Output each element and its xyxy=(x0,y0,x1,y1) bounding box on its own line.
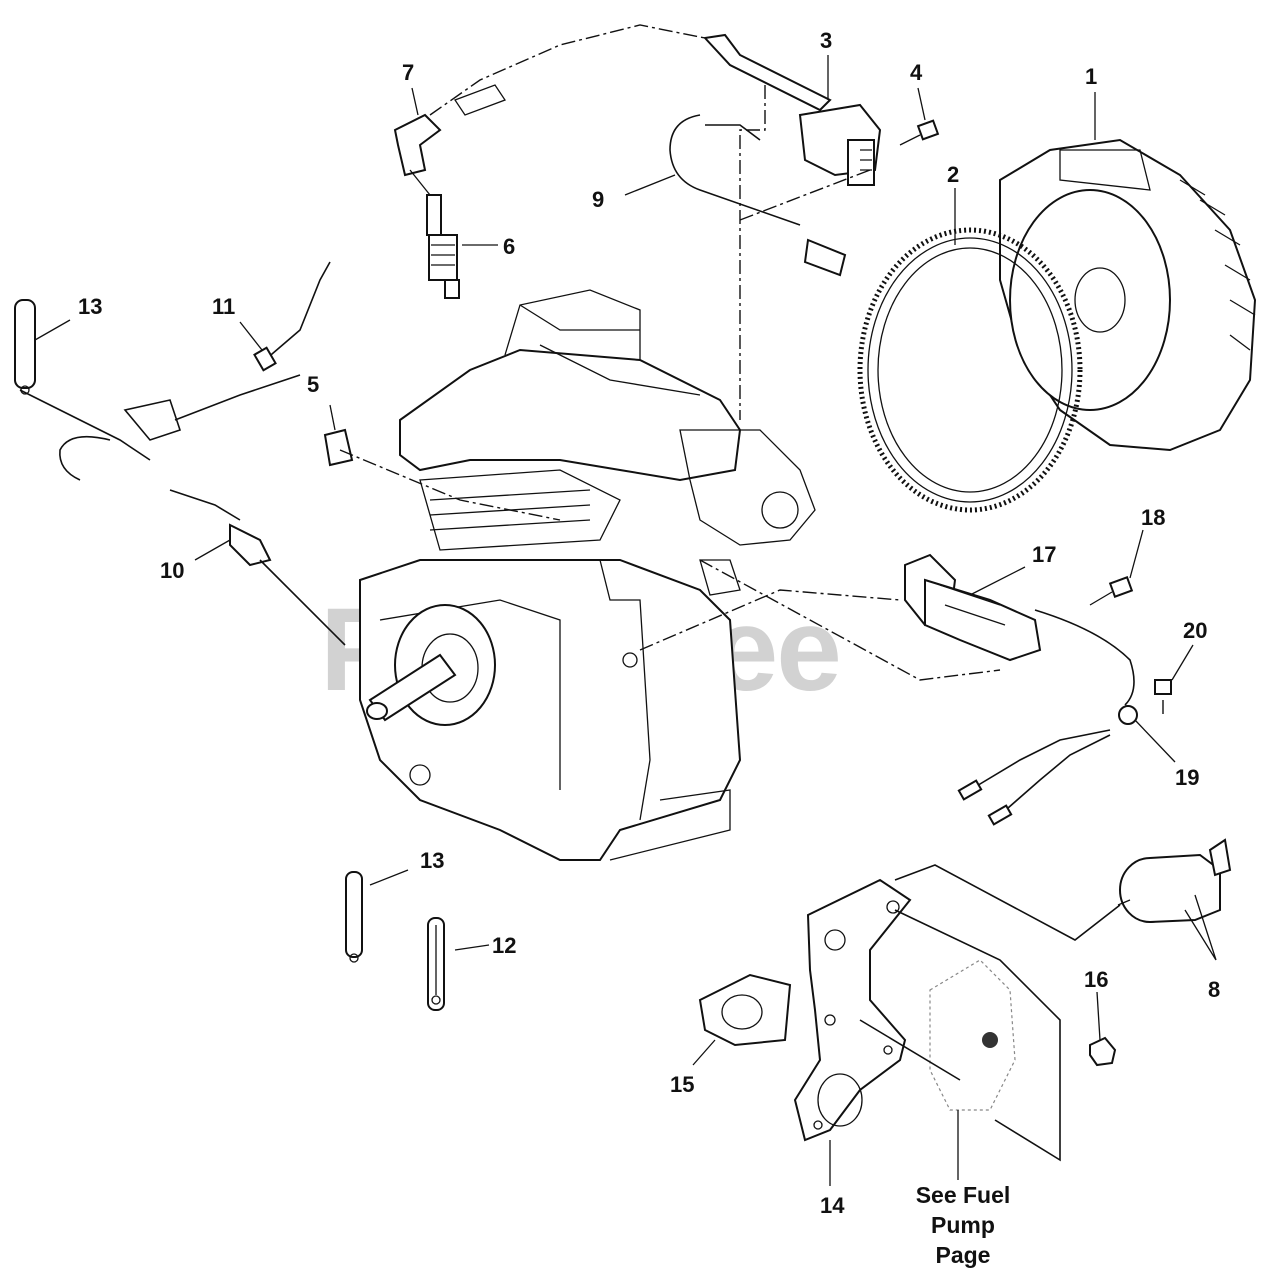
part-14-bracket xyxy=(793,878,912,1142)
part-9-ignition-wire xyxy=(669,114,847,277)
callout-8: 8 xyxy=(1208,977,1220,1002)
callout-13-lower: 13 xyxy=(420,848,444,873)
engine-block xyxy=(359,289,816,861)
callout-17: 17 xyxy=(1032,542,1056,567)
callout-14: 14 xyxy=(820,1193,845,1218)
fuel-pump-note: See Fuel Pump Page xyxy=(916,1182,1011,1268)
part-18-screw xyxy=(1089,576,1134,606)
callout-13-upper: 13 xyxy=(78,294,102,319)
note-line-2: Pump xyxy=(931,1212,995,1238)
part-13-terminal-lower xyxy=(345,871,363,963)
callout-15: 15 xyxy=(670,1072,694,1097)
part-8-key-switch xyxy=(1117,838,1232,923)
callout-labels: 1 2 3 4 5 6 7 8 9 10 11 12 13 13 14 15 1… xyxy=(78,28,1220,1218)
callout-4: 4 xyxy=(910,60,923,85)
part-16-nut xyxy=(1089,1036,1117,1067)
part-1-flywheel xyxy=(999,138,1257,452)
callout-20: 20 xyxy=(1183,618,1207,643)
part-17-rectifier xyxy=(904,553,1135,706)
part-3-ignition-coil xyxy=(702,33,882,186)
callout-5: 5 xyxy=(307,372,319,397)
callout-3: 3 xyxy=(820,28,832,53)
fuel-pump-ghost xyxy=(929,959,1016,1111)
part-4-screw xyxy=(899,119,940,146)
part-20-screw xyxy=(1154,679,1172,715)
note-line-3: Page xyxy=(936,1242,991,1268)
part-6-spark-plug xyxy=(426,194,460,299)
part-2-ring-gear xyxy=(857,227,1083,513)
leader-lines xyxy=(34,55,1217,1186)
part-10-wire-harness xyxy=(19,374,346,646)
callout-2: 2 xyxy=(947,162,959,187)
callout-10: 10 xyxy=(160,558,184,583)
part-19-lead xyxy=(957,705,1138,826)
callout-9: 9 xyxy=(592,187,604,212)
callout-7: 7 xyxy=(402,60,414,85)
callout-16: 16 xyxy=(1084,967,1108,992)
part-5-grommet xyxy=(323,428,354,467)
note-line-1: See Fuel xyxy=(916,1182,1011,1208)
part-15-gasket xyxy=(698,973,792,1047)
part-7-plug-boot xyxy=(393,113,442,196)
part-13-terminal-upper xyxy=(14,299,36,395)
callout-6: 6 xyxy=(503,234,515,259)
callout-18: 18 xyxy=(1141,505,1165,530)
callout-1: 1 xyxy=(1085,64,1097,89)
callout-19: 19 xyxy=(1175,765,1199,790)
part-12-terminal xyxy=(427,917,445,1011)
callout-12: 12 xyxy=(492,933,516,958)
part-11-lead-wire xyxy=(253,261,331,372)
callout-11: 11 xyxy=(212,294,235,319)
